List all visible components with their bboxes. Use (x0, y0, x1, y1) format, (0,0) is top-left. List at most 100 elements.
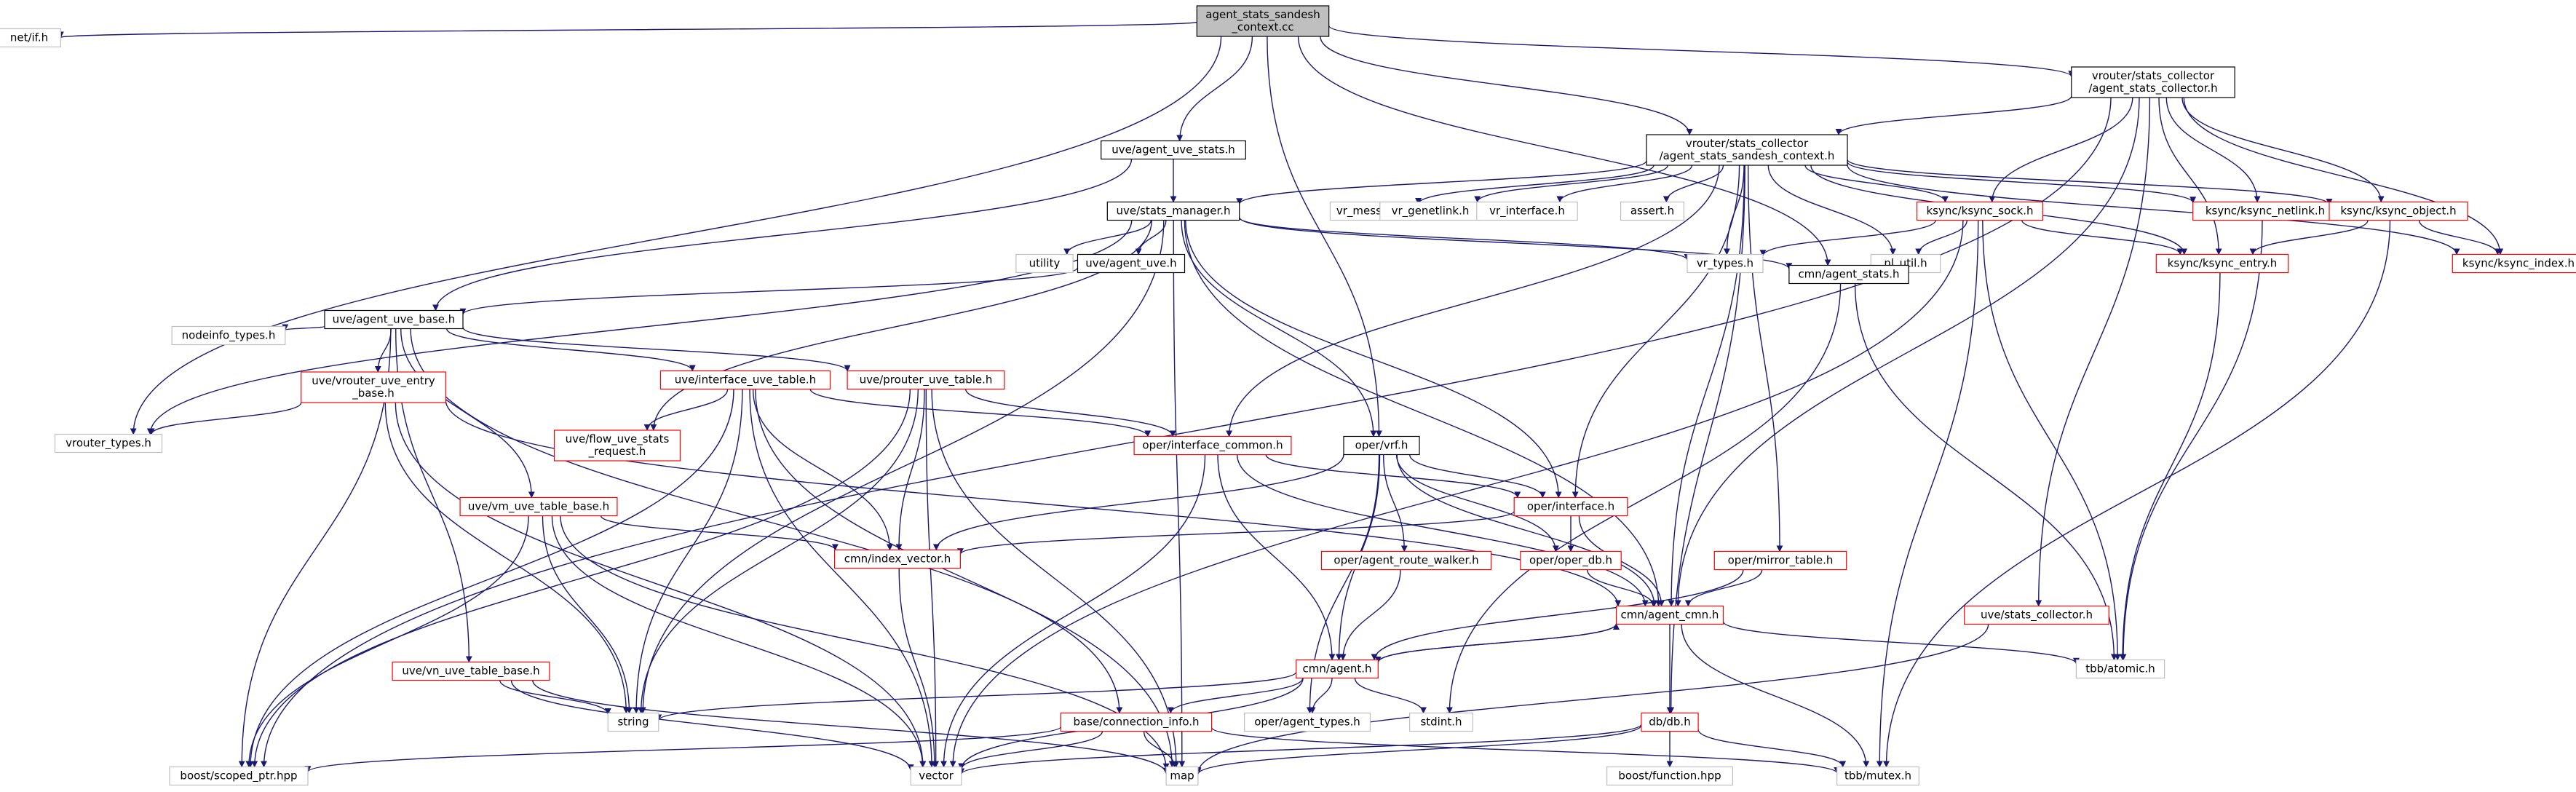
node-label: vrouter_types.h (66, 437, 151, 451)
edge-context_h-to-oper_mirror_table (1748, 165, 1783, 553)
node-ksync_sock[interactable]: ksync/ksync_sock.h (1917, 201, 2044, 221)
edge-uve_stats_manager-to-oper_vrf (1181, 220, 1377, 437)
node-label: uve/agent_uve.h (1085, 257, 1176, 271)
edge-uve_stats_manager-to-oper_interface (1185, 220, 1562, 499)
node-box-interface_uve_table (659, 370, 831, 390)
edge-ksync_sock-to-ksync_entry (2021, 220, 2184, 256)
edge-interface_uve_table-to-string (633, 389, 743, 714)
edge-collector_h-to-ksync_sock (1989, 97, 2133, 203)
node-uve_stats_manager[interactable]: uve/stats_manager.h (1106, 201, 1240, 221)
edge-vm_uve_table_base-to-boost_scoped_ptr (245, 515, 529, 768)
node-oper_interface[interactable]: oper/interface.h (1513, 496, 1628, 517)
edge-oper_interface_common-to-cmn_agent (1217, 454, 1336, 661)
node-box-db_db (1641, 712, 1699, 732)
node-box-oper_oper_db (1520, 550, 1622, 571)
edge-context_h-to-vr_interface (1556, 165, 1693, 203)
node-ksync_entry[interactable]: ksync/ksync_entry.h (2155, 253, 2289, 274)
edge-context_h-to-nl_util (1767, 165, 1896, 256)
node-oper_agent_route_walker[interactable]: oper/agent_route_walker.h (1320, 550, 1492, 571)
node-ksync_index[interactable]: ksync/ksync_index.h (2452, 253, 2576, 274)
node-label: vr_interface.h (1489, 205, 1565, 218)
edge-collector_h-to-ksync_index (2183, 97, 2504, 256)
node-label: string (617, 716, 649, 729)
edge-vrouter_uve_entry_base-to-string (384, 402, 630, 714)
node-box-root (1196, 5, 1330, 37)
node-label: uve/interface_uve_table.h (675, 373, 816, 387)
node-stdint: stdint.h (1408, 712, 1473, 732)
node-cmn_agent_cmn[interactable]: cmn/agent_cmn.h (1615, 605, 1724, 625)
file-nodes: agent_stats_sandesh_context.ccnet/if.hvr… (0, 5, 2576, 786)
node-oper_oper_db[interactable]: oper/oper_db.h (1520, 550, 1622, 571)
node-ksync_netlink[interactable]: ksync/ksync_netlink.h (2192, 201, 2338, 221)
node-box-vr_types (1687, 253, 1764, 274)
edge-cmn_agent-to-base_connection_info (1167, 678, 1304, 714)
edge-uve_stats_manager-to-cmn_agent_cmn (1184, 220, 1662, 607)
node-oper_agent_types: oper/agent_types.h (1243, 712, 1371, 732)
node-box-uve_agent_uve_stats (1101, 140, 1246, 160)
edge-context_h-to-ksync_index (1847, 165, 2460, 256)
node-collector_h[interactable]: vrouter/stats_collector/agent_stats_coll… (2071, 66, 2235, 98)
node-uve_agent_uve_base[interactable]: uve/agent_uve_base.h (324, 309, 464, 330)
edge-collector_h-to-cmn_agent_cmn (1674, 97, 2140, 607)
node-base_connection_info[interactable]: base/connection_info.h (1060, 712, 1213, 732)
node-box-ksync_index (2452, 253, 2576, 274)
node-uve_stats_collector[interactable]: uve/stats_collector.h (1964, 605, 2109, 625)
edge-uve_vn_uve_table_base-to-string (499, 680, 611, 715)
node-cmn_agent_stats[interactable]: cmn/agent_stats.h (1788, 264, 1909, 285)
node-db_db[interactable]: db/db.h (1641, 712, 1699, 732)
node-label: vrouter/stats_collector (1686, 137, 1809, 151)
node-box-oper_agent_types (1243, 712, 1371, 732)
node-vm_uve_table_base[interactable]: uve/vm_uve_table_base.h (459, 496, 618, 517)
edge-vm_uve_table_base-to-cmn_index_vector (600, 515, 839, 551)
edge-oper_agent_route_walker-to-cmn_agent (1339, 569, 1401, 661)
edge-cmn_agent_stats-to-tbb_atomic (1854, 283, 2117, 661)
node-label: ksync/ksync_entry.h (2168, 257, 2278, 271)
edge-ksync_sock-to-tbb_atomic (1982, 220, 2121, 661)
node-oper_mirror_table[interactable]: oper/mirror_table.h (1713, 550, 1847, 571)
edge-interface_uve_table-to-vector (749, 389, 935, 768)
node-label: db/db.h (1649, 716, 1690, 729)
node-label: boost/function.hpp (1618, 769, 1721, 783)
edge-root-to-collector_h (1328, 25, 2075, 78)
node-uve_agent_uve[interactable]: uve/agent_uve.h (1077, 253, 1186, 274)
node-uve_vn_uve_table_base[interactable]: uve/vn_uve_table_base.h (392, 661, 550, 681)
edge-root-to-oper_vrf (1267, 36, 1382, 437)
node-label: oper/interface_common.h (1142, 439, 1283, 453)
node-label: /agent_stats_collector.h (2088, 82, 2217, 95)
node-label: ksync/ksync_netlink.h (2206, 205, 2325, 218)
node-ksync_object[interactable]: ksync/ksync_object.h (2329, 201, 2468, 221)
node-label: uve/agent_uve_base.h (333, 313, 456, 327)
node-box-uve_agent_uve (1077, 253, 1186, 274)
node-context_h[interactable]: vrouter/stats_collector/agent_stats_sand… (1646, 134, 1848, 166)
edge-cmn_agent-to-stdint (1354, 678, 1427, 714)
node-label: ksync/ksync_index.h (2462, 257, 2575, 271)
edge-oper_interface-to-cmn_index_vector (957, 510, 1515, 555)
node-cmn_agent[interactable]: cmn/agent.h (1296, 659, 1379, 679)
edge-base_connection_info-to-map (1143, 731, 1178, 768)
edge-oper_mirror_table-to-cmn_agent_cmn (1684, 569, 1763, 607)
node-vrouter_uve_entry_base[interactable]: uve/vrouter_uve_entry_base.h (301, 371, 446, 403)
node-boost_scoped_ptr: boost/scoped_ptr.hpp (169, 766, 309, 786)
node-vr_types: vr_types.h (1687, 253, 1764, 274)
edge-root-to-vrouter_types (130, 36, 1222, 435)
edge-oper_vrf-to-oper_oper_db (1395, 454, 1559, 553)
node-cmn_index_vector[interactable]: cmn/index_vector.h (833, 549, 961, 569)
edge-base_connection_info-to-boost_scoped_ptr (304, 726, 1062, 773)
node-oper_vrf[interactable]: oper/vrf.h (1343, 435, 1420, 456)
node-prouter_uve_table[interactable]: uve/prouter_uve_table.h (847, 370, 1005, 390)
edge-oper_interface_common-to-oper_interface (1265, 454, 1521, 499)
node-oper_interface_common[interactable]: oper/interface_common.h (1133, 435, 1292, 456)
node-interface_uve_table[interactable]: uve/interface_uve_table.h (659, 370, 831, 390)
node-root[interactable]: agent_stats_sandesh_context.cc (1196, 5, 1330, 37)
node-uve_agent_uve_stats[interactable]: uve/agent_uve_stats.h (1101, 140, 1246, 160)
node-box-assert_h (1620, 201, 1685, 221)
node-flow_uve_stats_request[interactable]: uve/flow_uve_stats_request.h (553, 429, 681, 462)
node-box-vrouter_types (54, 433, 163, 454)
node-label: cmn/agent_stats.h (1798, 268, 1899, 282)
edge-uve_agent_uve-to-uve_agent_uve_base (459, 266, 1079, 315)
edge-uve_stats_manager-to-vrouter_types (146, 220, 1133, 435)
node-label: uve/vrouter_uve_entry (312, 374, 435, 388)
edge-cmn_index_vector-to-vector (898, 568, 938, 768)
edge-uve_stats_manager-to-flow_uve_stats_request (650, 220, 1152, 431)
node-box-oper_vrf (1343, 435, 1420, 456)
